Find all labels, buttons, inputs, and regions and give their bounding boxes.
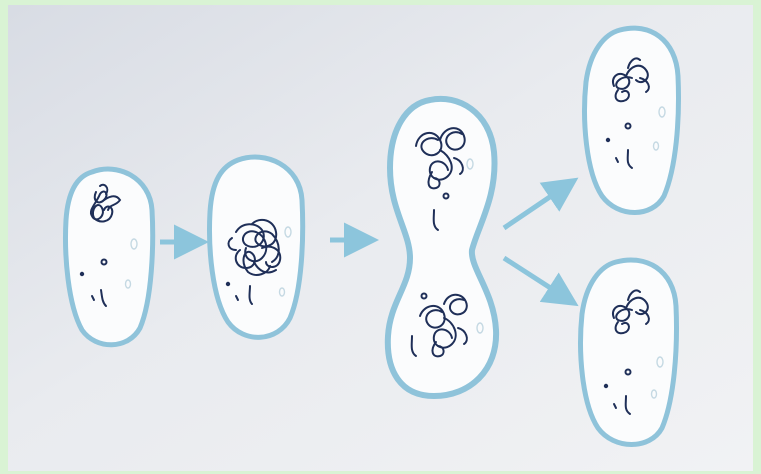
dna-replicating-cell [210, 157, 303, 337]
daughter-cell-top [585, 28, 679, 212]
cell-wall [581, 260, 677, 445]
cell-wall [66, 169, 153, 345]
single-cell [66, 169, 153, 345]
daughter-cell-bottom [581, 260, 677, 445]
cell-wall [585, 28, 679, 212]
